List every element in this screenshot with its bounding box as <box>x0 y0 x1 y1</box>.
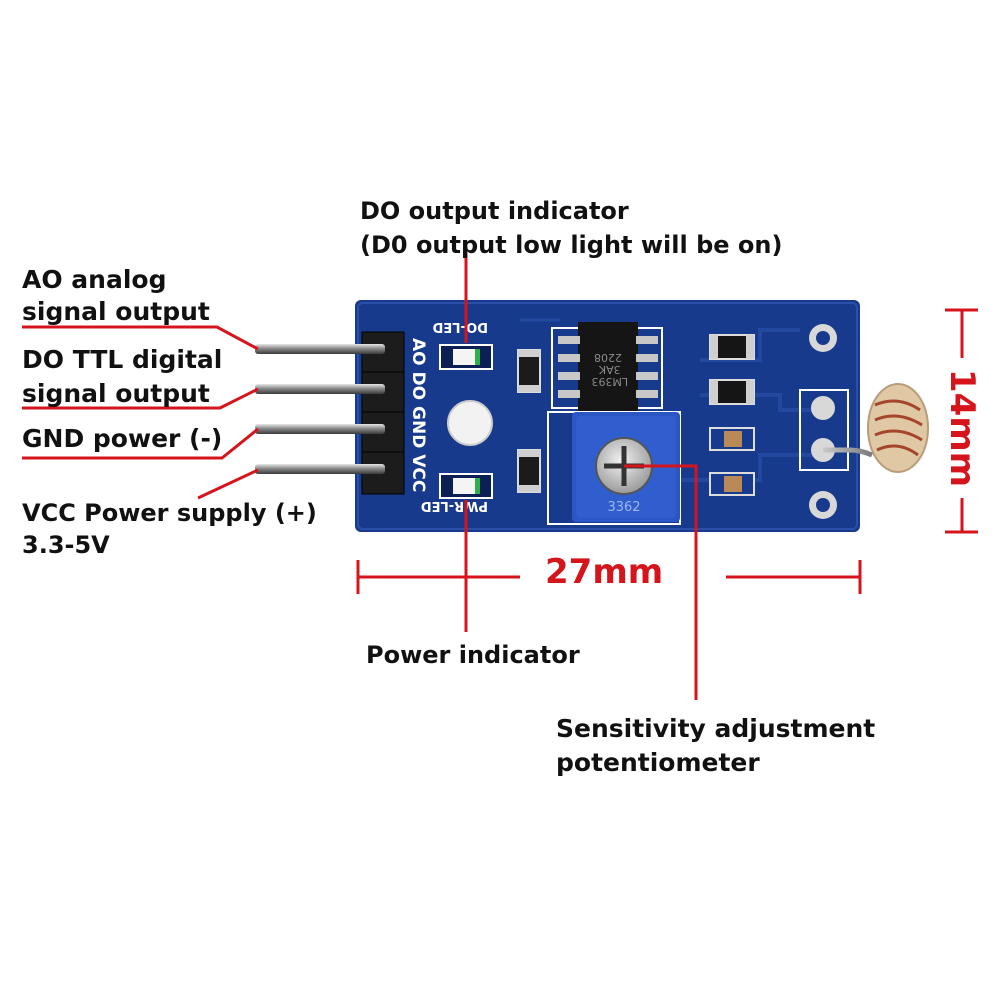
vcc-label: VCC Power supply (+) 3.3-5V <box>22 497 317 561</box>
do-ttl-label-line1: DO TTL digital <box>22 345 223 374</box>
pin-vcc <box>255 464 385 474</box>
leader-ao <box>22 325 259 351</box>
lm393-chip: LM393 3AK 2208 <box>551 322 663 412</box>
leader-vcc <box>197 468 259 500</box>
smd-resistors-left <box>517 349 541 493</box>
do-indicator-line2: (D0 output low light will be on) <box>360 231 783 259</box>
header-pins <box>255 344 385 474</box>
smd-components-right <box>709 334 755 496</box>
do-indicator-label: DO output indicator (D0 output low light… <box>360 194 782 262</box>
power-indicator-text: Power indicator <box>366 641 580 669</box>
ao-label-line2: signal output <box>22 297 210 326</box>
mounting-dot <box>447 400 493 446</box>
power-indicator-label: Power indicator <box>366 641 580 669</box>
sensitivity-label: Sensitivity adjustment potentiometer <box>556 712 875 780</box>
pin-gnd <box>255 424 385 434</box>
vcc-label-line1: VCC Power supply (+) <box>22 499 317 527</box>
ao-label: AO analog signal output <box>22 264 210 328</box>
ao-label-line1: AO analog <box>22 265 167 294</box>
vcc-label-line2: 3.3-5V <box>22 531 110 559</box>
pwr-led: PWR-LED <box>421 473 493 513</box>
do-indicator-line1: DO output indicator <box>360 197 629 225</box>
leader-sensitivity <box>624 464 698 700</box>
pin-ao <box>255 344 385 354</box>
dimension-height <box>945 308 978 534</box>
leader-lines <box>22 246 698 700</box>
gnd-label-text: GND power (-) <box>22 424 223 453</box>
do-led: DO-LED <box>432 319 493 370</box>
width-dimension-label: 27mm <box>545 552 664 592</box>
leader-gnd <box>22 427 259 460</box>
chip-marking: LM393 3AK 2208 <box>588 351 628 388</box>
photoresistor-ldr <box>823 383 929 473</box>
pot-marking: 3362 <box>607 500 640 515</box>
sensitivity-line2: potentiometer <box>556 748 760 777</box>
sensitivity-line1: Sensitivity adjustment <box>556 714 876 743</box>
sensitivity-potentiometer: 3362 <box>547 411 681 525</box>
dimension-width <box>356 560 862 594</box>
height-dimension-label: 14mm <box>942 368 982 488</box>
leader-do <box>22 387 259 410</box>
do-ttl-label-line2: signal output <box>22 379 210 408</box>
pin-do <box>255 384 385 394</box>
pwr-led-silkscreen: PWR-LED <box>421 498 488 513</box>
do-led-silkscreen: DO-LED <box>432 319 488 334</box>
pin-silkscreen-labels: AO DO GND VCC <box>408 338 428 492</box>
gnd-label: GND power (-) <box>22 423 222 455</box>
do-ttl-label: DO TTL digital signal output <box>22 343 222 411</box>
